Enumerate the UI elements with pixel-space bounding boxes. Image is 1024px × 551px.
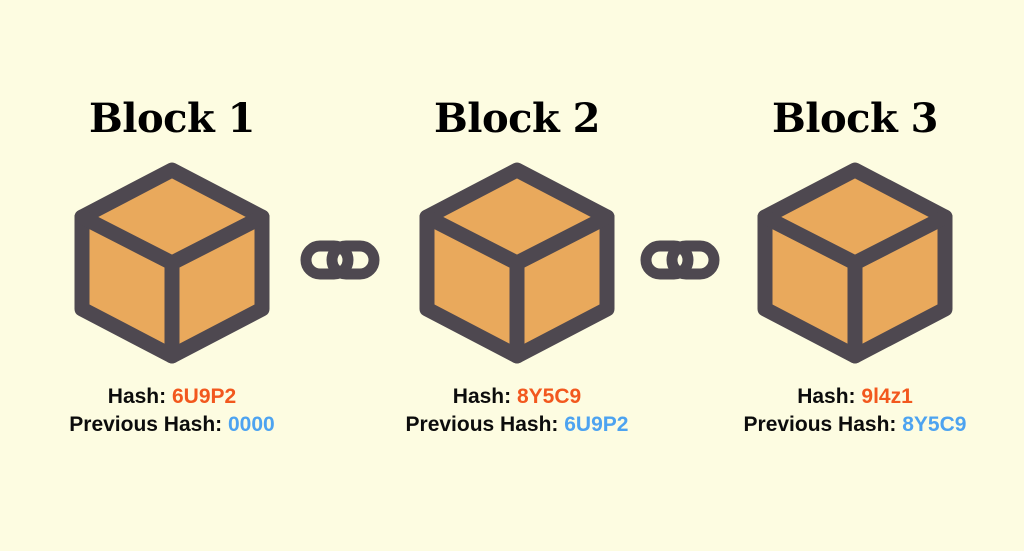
previous-hash-value-1: 0000	[228, 413, 275, 436]
block-title-3: Block 3	[771, 95, 939, 142]
block-title-1: Block 1	[88, 95, 256, 142]
hash-value-2: 8Y5C9	[516, 385, 582, 408]
cube-icon-3	[757, 162, 953, 364]
previous-hash-line-2: Previous Hash: 6U9P2	[347, 411, 687, 439]
hash-value-3: 9l4z1	[861, 385, 913, 408]
hash-value-1: 6U9P2	[171, 385, 237, 408]
block-group-2: Block 2 Hash: 8Y5C9 Previous Hash: 6U9P2	[347, 0, 687, 551]
hash-line-3: Hash: 9l4z1	[685, 383, 1024, 411]
previous-hash-line-1: Previous Hash: 0000	[2, 411, 342, 439]
block-hash-info-1: Hash: 6U9P2 Previous Hash: 0000	[2, 383, 342, 439]
block-hash-info-2: Hash: 8Y5C9 Previous Hash: 6U9P2	[347, 383, 687, 439]
block-hash-info-3: Hash: 9l4z1 Previous Hash: 8Y5C9	[685, 383, 1024, 439]
block-group-3: Block 3 Hash: 9l4z1 Previous Hash: 8Y5C9	[685, 0, 1024, 551]
hash-label-3: Hash:	[797, 385, 856, 408]
cube-icon-2	[419, 162, 615, 364]
hash-label-2: Hash:	[452, 385, 512, 408]
previous-hash-line-3: Previous Hash: 8Y5C9	[685, 411, 1024, 439]
chain-link-icon-2	[640, 236, 720, 284]
previous-hash-value-2: 6U9P2	[564, 413, 629, 436]
block-title-2: Block 2	[433, 95, 601, 142]
previous-hash-label-2: Previous Hash:	[405, 413, 559, 436]
hash-line-1: Hash: 6U9P2	[2, 383, 342, 411]
hash-label-1: Hash:	[107, 385, 167, 408]
cube-icon-1	[74, 162, 270, 364]
previous-hash-label-3: Previous Hash:	[743, 413, 897, 436]
chain-link-icon-1	[300, 236, 380, 284]
previous-hash-value-3: 8Y5C9	[902, 413, 967, 436]
previous-hash-label-1: Previous Hash:	[69, 413, 223, 436]
block-group-1: Block 1 Hash: 6U9P2 Previous Hash: 0000	[2, 0, 342, 551]
hash-line-2: Hash: 8Y5C9	[347, 383, 687, 411]
